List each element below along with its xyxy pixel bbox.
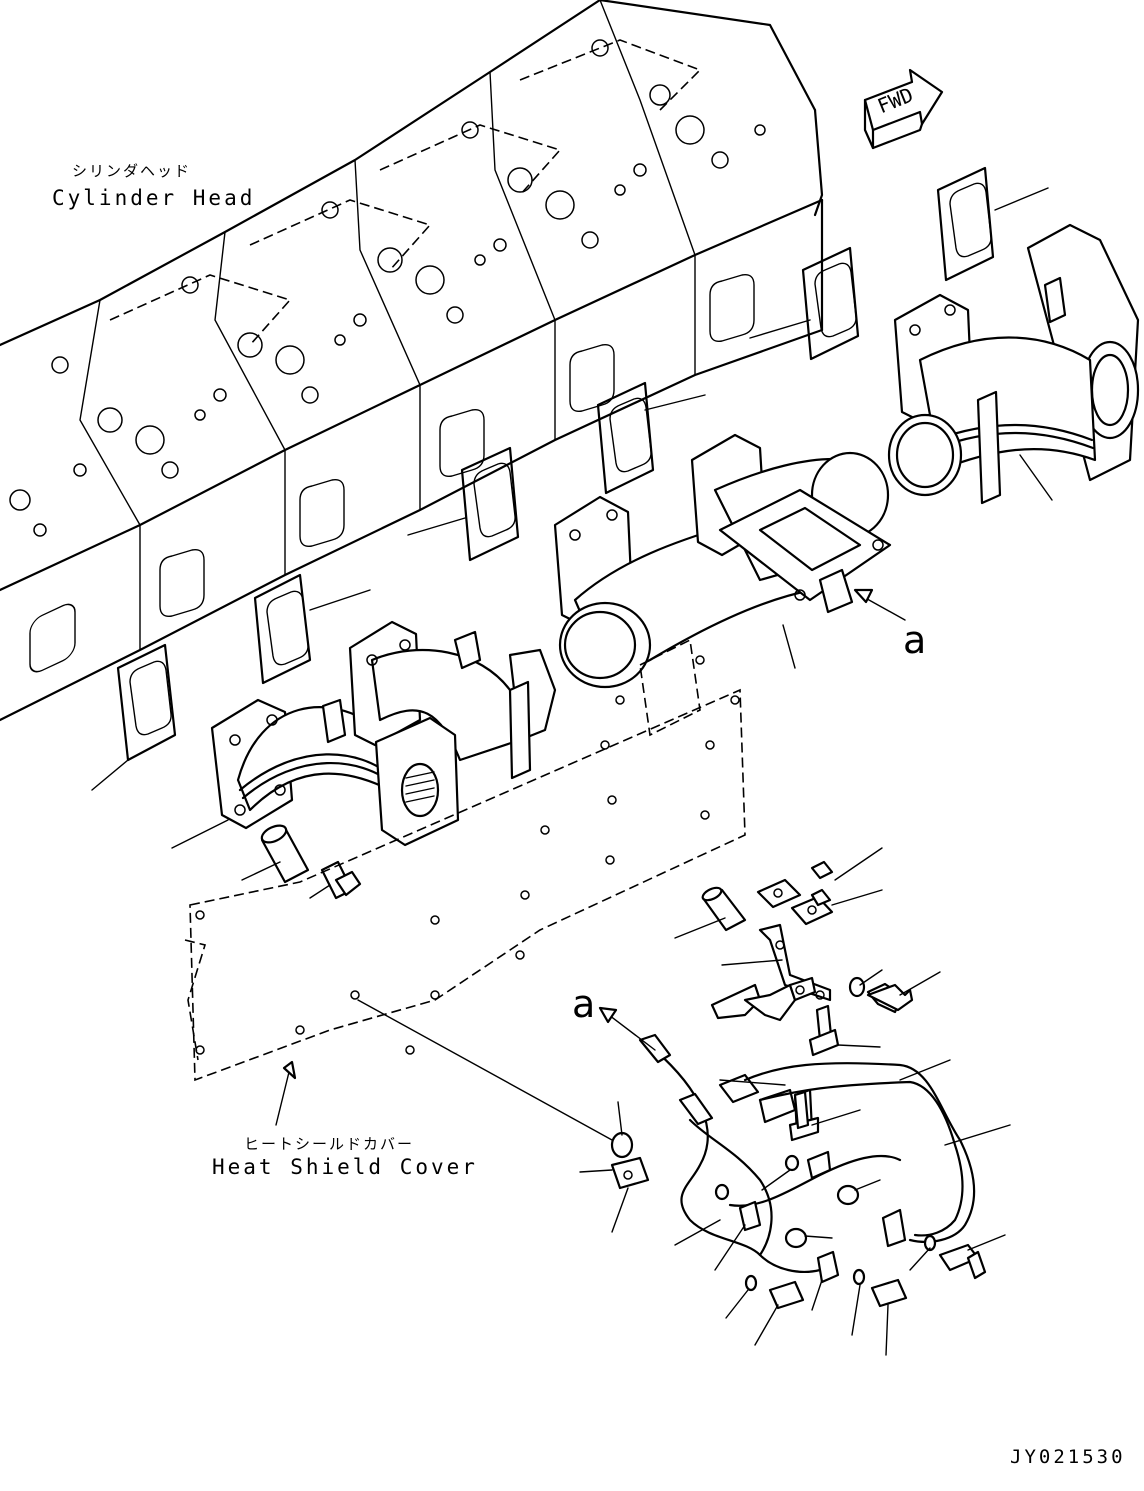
heat-shield-label-en: Heat Shield Cover [212,1155,478,1179]
cylinder-head-label-en: Cylinder Head [52,186,256,210]
gasket-1 [116,643,177,762]
gasket-5 [801,246,860,361]
exhaust-manifold-middle [553,433,892,689]
exhaust-manifold-front [210,620,557,847]
spacer-and-bolt-front [260,824,362,900]
heat-shield-cover [184,638,746,1082]
leader-lines [91,187,1053,1356]
cylinder-head-block [0,0,824,722]
gaskets [116,166,995,762]
gasket-6 [936,166,995,282]
gasket-4 [596,381,655,495]
callout-a-upper: a [903,618,927,662]
exhaust-manifold-rear [887,223,1140,505]
callout-a-lower: a [572,982,596,1026]
gasket-3 [460,446,520,562]
sensor-wiring-assembly [610,860,987,1310]
drawing-code: JY021530 [1010,1446,1126,1468]
gasket-2 [253,573,312,685]
heat-shield-label-jp: ヒートシールドカバー [244,1135,415,1153]
fwd-arrow-icon [863,68,944,150]
cylinder-head-label-jp: シリンダヘッド [72,162,192,180]
